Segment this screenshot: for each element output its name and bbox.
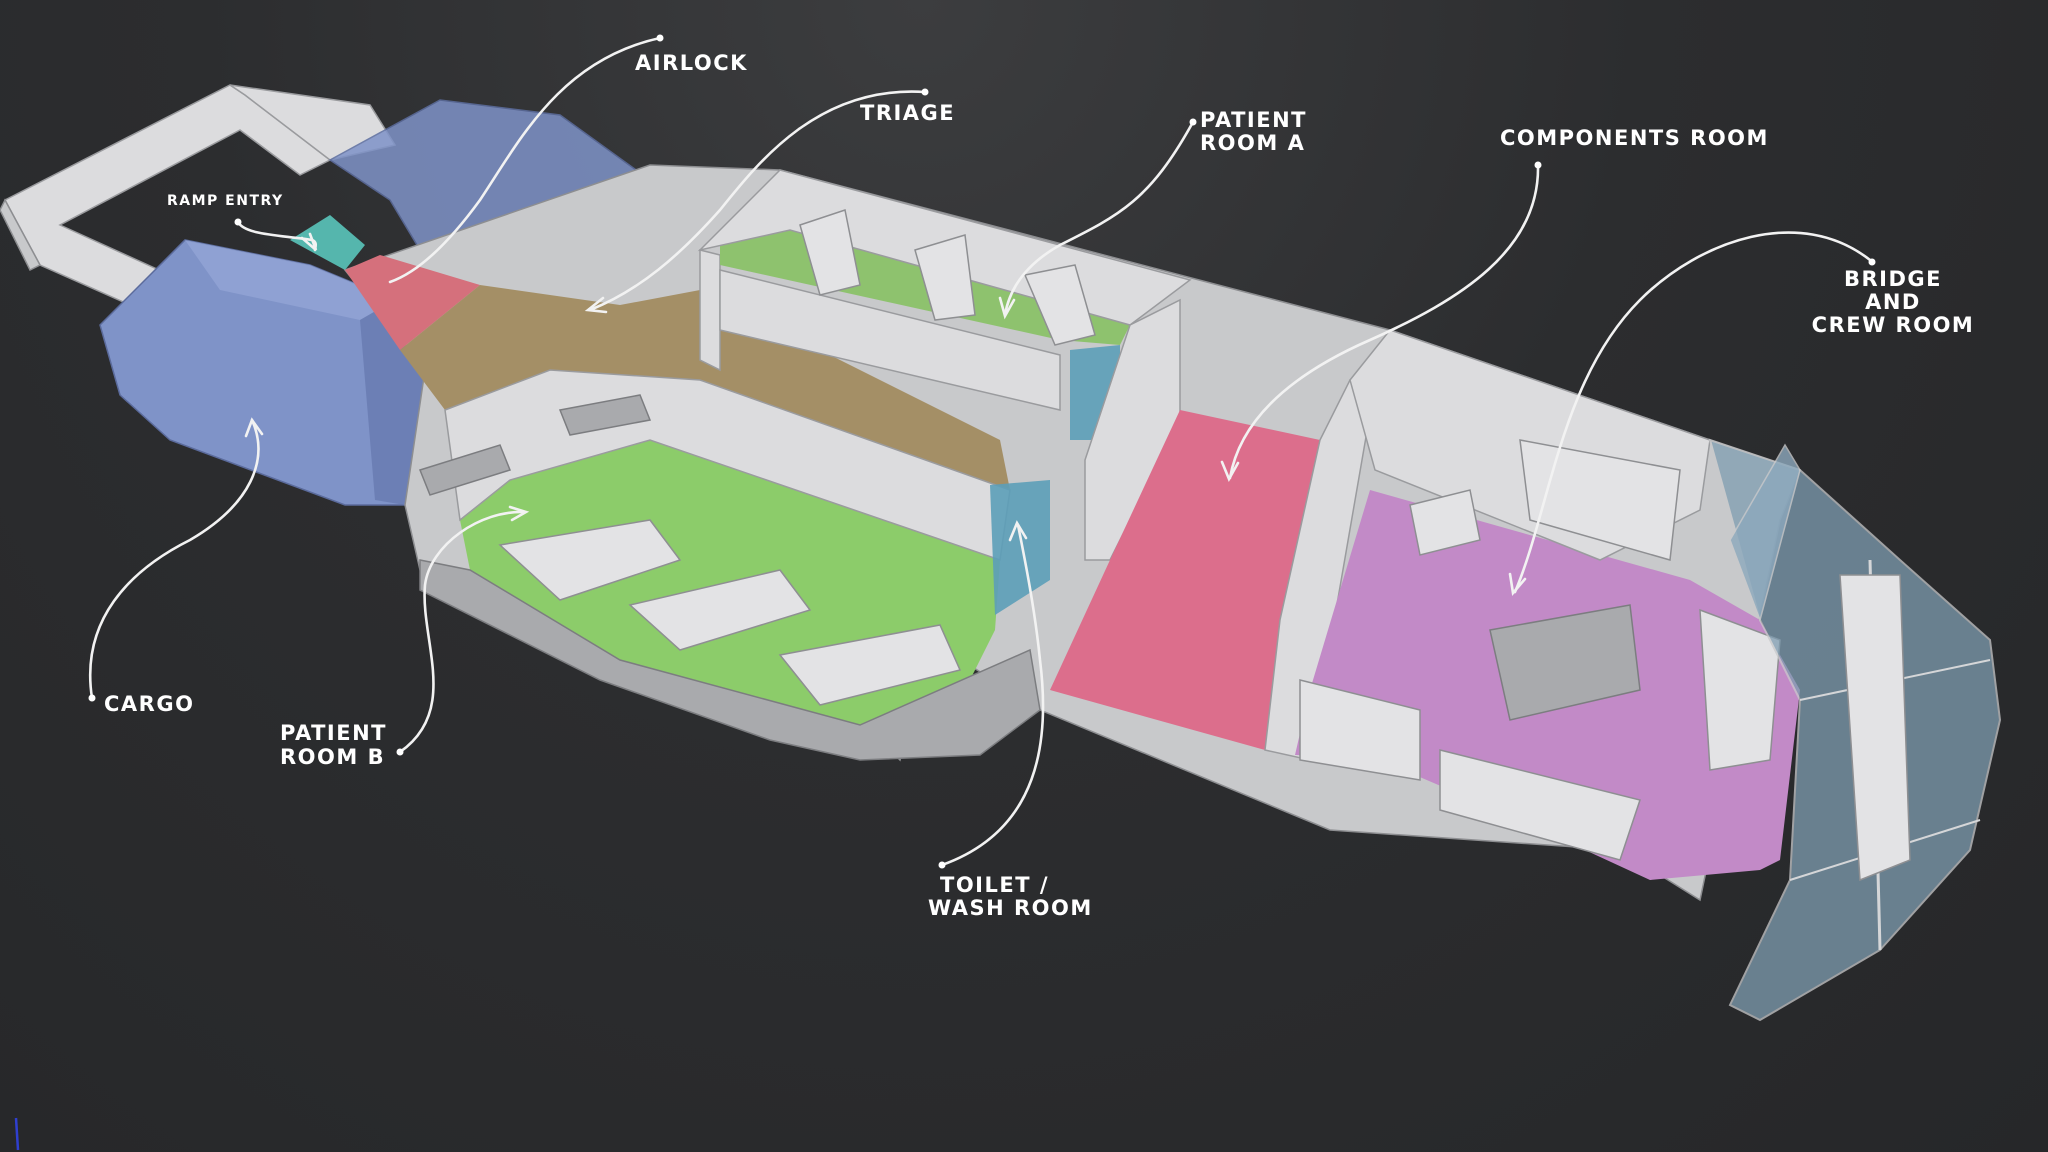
triage-callout: TRIAGE bbox=[584, 88, 955, 314]
bridge-label-1: BRIDGE bbox=[1844, 267, 1942, 291]
wall-console-2 bbox=[558, 394, 652, 436]
cargo-callout: CARGO bbox=[88, 417, 264, 716]
toilet-label-1: TOILET / bbox=[940, 873, 1049, 897]
toilet-zone-lower bbox=[990, 480, 1050, 615]
cargo-label: CARGO bbox=[104, 692, 194, 716]
patient-room-b-label-1: PATIENT bbox=[280, 721, 387, 745]
bridge-label-3: CREW ROOM bbox=[1812, 313, 1975, 337]
patient-room-a-label-1: PATIENT bbox=[1200, 108, 1307, 132]
ramp-entry-zone bbox=[290, 215, 365, 270]
bridge-callout: BRIDGE AND CREW ROOM bbox=[1508, 231, 1975, 596]
airlock-zone bbox=[345, 255, 480, 350]
toilet-label-2: WASH ROOM bbox=[928, 896, 1093, 920]
patient-room-a-label-2: ROOM A bbox=[1200, 131, 1305, 155]
corner-mark bbox=[14, 1117, 20, 1151]
patient-room-a-callout: PATIENT ROOM A bbox=[998, 108, 1307, 320]
bridge-furniture bbox=[1299, 439, 1781, 861]
triage-zone bbox=[400, 285, 1010, 490]
ramp-entry-label: RAMP ENTRY bbox=[167, 193, 284, 209]
corridor-bench bbox=[719, 269, 1061, 411]
patient-room-b-beds bbox=[498, 519, 962, 706]
patient-room-b-frontwall bbox=[419, 559, 1041, 761]
patient-room-b-label-2: ROOM B bbox=[280, 745, 385, 769]
bridge-label-2: AND bbox=[1865, 290, 1921, 314]
divider-wall-a bbox=[699, 249, 721, 372]
components-room-callout: COMPONENTS ROOM bbox=[1220, 126, 1769, 482]
airlock-callout: AIRLOCK bbox=[388, 34, 748, 284]
triage-label: TRIAGE bbox=[860, 101, 955, 125]
toilet-callout: TOILET / WASH ROOM bbox=[928, 520, 1093, 920]
airlock-label: AIRLOCK bbox=[635, 51, 748, 75]
components-room-zone bbox=[1050, 410, 1320, 750]
ramp-entry-callout: RAMP ENTRY bbox=[167, 193, 318, 252]
wall-console-1 bbox=[419, 444, 511, 496]
patient-room-a-beds bbox=[799, 209, 1096, 346]
components-room-label: COMPONENTS ROOM bbox=[1500, 126, 1769, 150]
patient-room-b-callout: PATIENT ROOM B bbox=[280, 505, 530, 769]
cockpit-canopy bbox=[1708, 438, 2002, 1022]
